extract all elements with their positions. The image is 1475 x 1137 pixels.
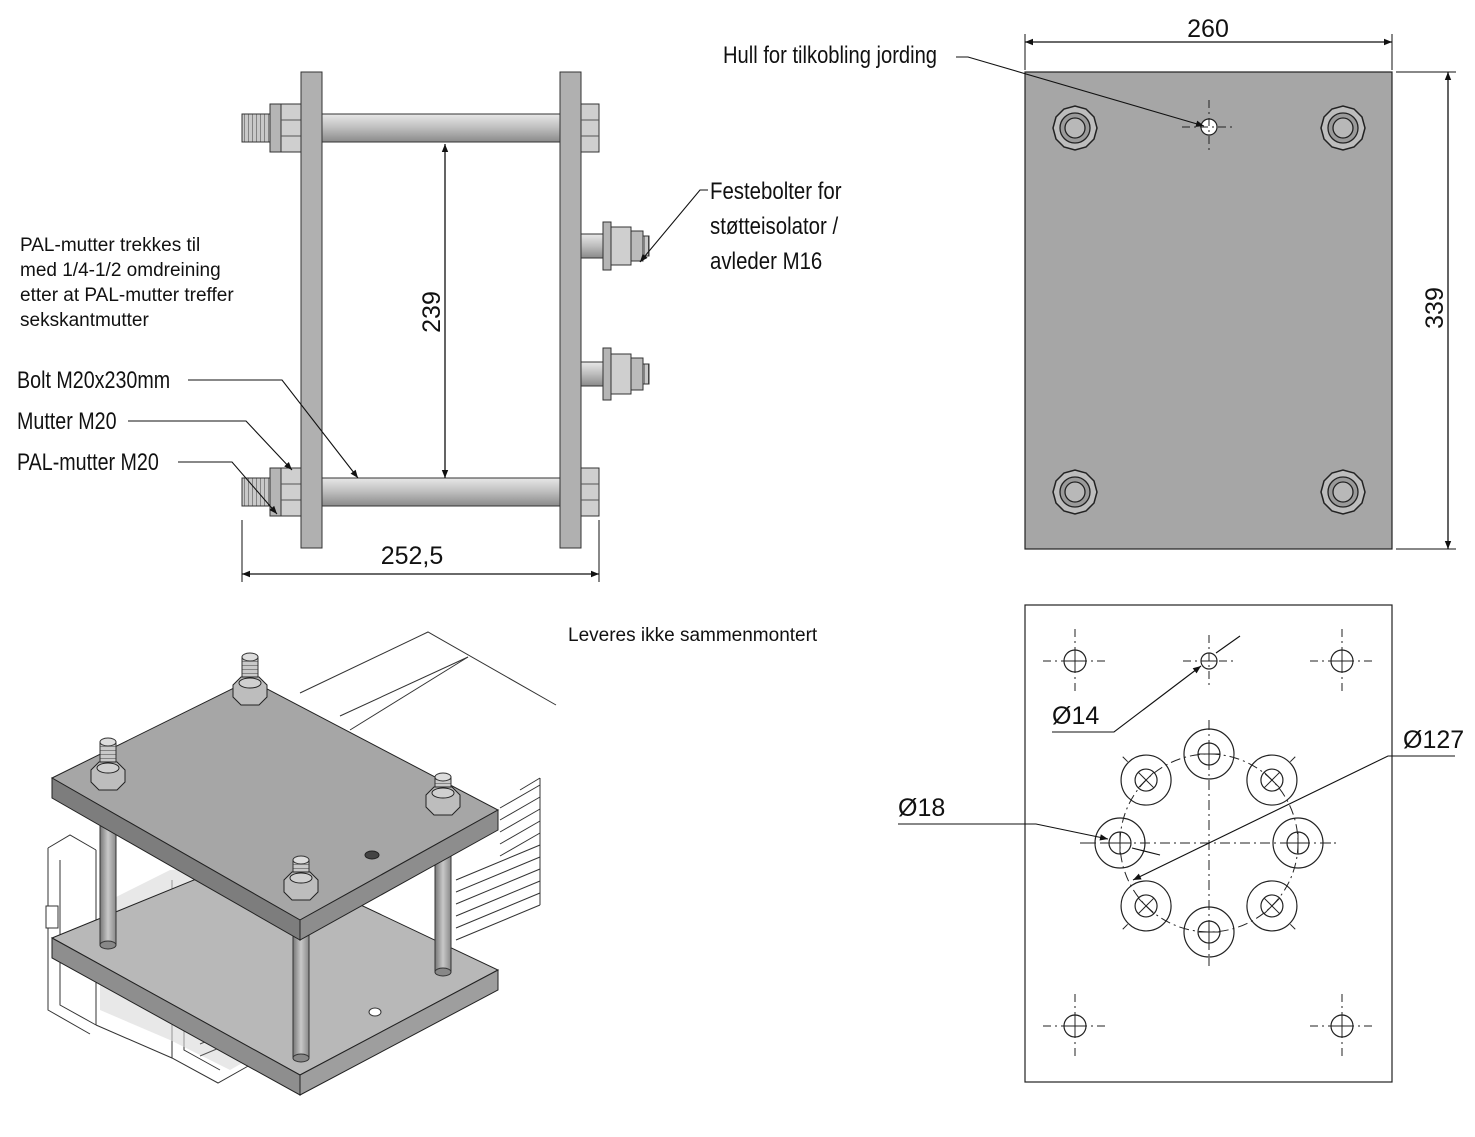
dim-d18-label: Ø18 bbox=[898, 794, 945, 822]
top-plate bbox=[1024, 71, 1393, 550]
fixing-bolts-label: Festebolter for støtteisolator / avleder… bbox=[710, 178, 842, 275]
bottom-plate-edge-right bbox=[299, 969, 499, 1096]
ground-hole bbox=[1182, 100, 1236, 154]
iso-nut-4 bbox=[283, 855, 319, 901]
iso-nut-1 bbox=[90, 737, 126, 791]
iso-ground-hole bbox=[364, 850, 380, 860]
hex-nut-bottom bbox=[280, 467, 302, 517]
nut-top-right bbox=[1320, 105, 1366, 151]
leader-bolt bbox=[188, 379, 359, 479]
thread-end-bottom bbox=[241, 477, 273, 507]
nut-top-left bbox=[1052, 105, 1098, 151]
iso-nut-3 bbox=[425, 772, 461, 816]
leader-d18 bbox=[898, 823, 1109, 841]
isometric-view bbox=[45, 631, 557, 1096]
nut-bottom-right bbox=[1320, 469, 1366, 515]
pal-nut-label: PAL-mutter M20 bbox=[17, 449, 159, 476]
top-plate-view: 260 339 bbox=[956, 15, 1456, 550]
plate-left bbox=[300, 71, 323, 549]
hole-plate-view: Ø14 Ø18 Ø127 bbox=[898, 604, 1464, 1083]
dim-260-label: 260 bbox=[1187, 15, 1229, 43]
hex-nut-top bbox=[280, 103, 302, 153]
hex-nut-right-bottom bbox=[580, 467, 600, 517]
dim-d14-label: Ø14 bbox=[1052, 702, 1099, 730]
fixing-bolt-lower bbox=[580, 347, 650, 401]
dim-239-label: 239 bbox=[418, 291, 446, 333]
iso-nut-2 bbox=[232, 652, 268, 706]
hex-nut-right-top bbox=[580, 103, 600, 153]
ground-hole-label: Hull for tilkobling jording bbox=[723, 42, 938, 69]
fixing-bolt-upper bbox=[580, 221, 650, 271]
nut-label: Mutter M20 bbox=[17, 408, 117, 435]
leader-pal-nut bbox=[178, 461, 278, 515]
busbar-outline bbox=[45, 631, 557, 1084]
leader-fixing-bolts bbox=[639, 189, 708, 263]
leader-ground-hole bbox=[956, 56, 1205, 127]
dim-d127-label: Ø127 bbox=[1403, 726, 1464, 754]
delivery-note: Leveres ikke sammenmontert bbox=[568, 625, 818, 646]
leader-d14 bbox=[1052, 665, 1202, 733]
bolt-label: Bolt M20x230mm bbox=[17, 367, 171, 394]
plate-right bbox=[559, 71, 582, 549]
side-view: 239 252,5 bbox=[128, 71, 708, 582]
thread-end-top bbox=[241, 113, 273, 143]
pitch-circle bbox=[1119, 753, 1299, 933]
bolt-rod-top bbox=[321, 113, 561, 143]
pal-nut-note: PAL-mutter trekkes til med 1/4-1/2 omdre… bbox=[20, 235, 234, 331]
nut-bottom-left bbox=[1052, 469, 1098, 515]
pal-nut-top bbox=[269, 103, 283, 153]
dim-line-252 bbox=[241, 520, 600, 582]
leader-d127 bbox=[1132, 755, 1455, 881]
bolt-rod-bottom bbox=[321, 477, 561, 507]
iso-top-plate-edge-right bbox=[299, 809, 499, 941]
leader-nut bbox=[128, 420, 293, 471]
dim-339-label: 339 bbox=[1421, 287, 1449, 329]
dim-252-label: 252,5 bbox=[381, 542, 444, 570]
rod-iso-3 bbox=[292, 919, 310, 1059]
